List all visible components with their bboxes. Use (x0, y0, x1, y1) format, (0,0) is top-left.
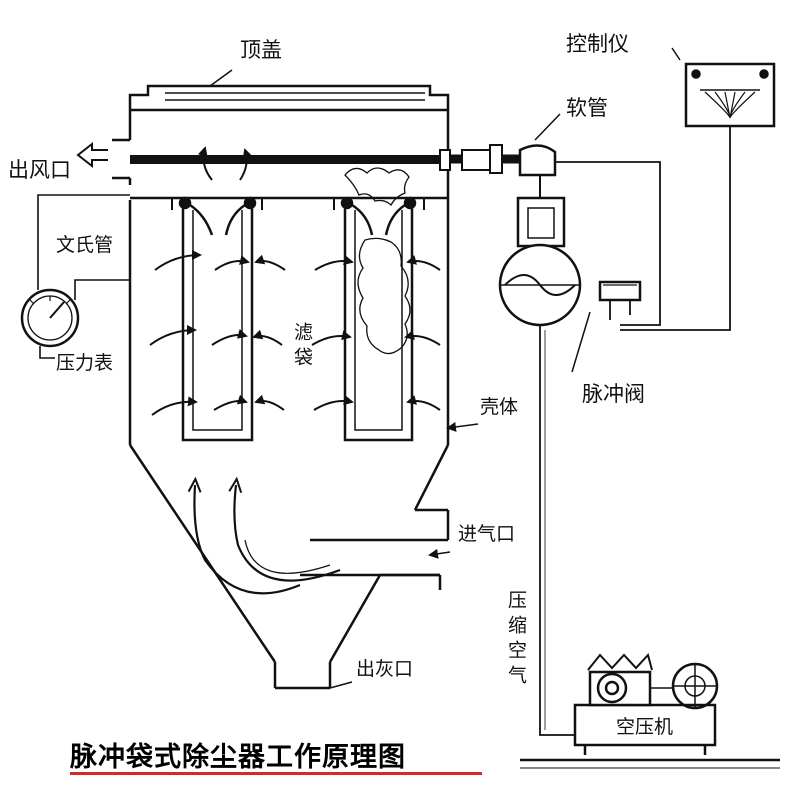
air-outlet-label: 出风口 (8, 158, 71, 182)
leader-lines (428, 421, 479, 559)
filter-bag-label: 滤袋 (291, 322, 313, 372)
air-inlet-label: 进气口 (458, 523, 516, 545)
blow-pipe (130, 144, 520, 174)
top-cover-label: 顶盖 (240, 38, 282, 62)
ash-outlet-label: 出灰口 (356, 658, 414, 680)
airflow-arrows (149, 146, 441, 416)
outlet-duct (76, 138, 130, 180)
top-cover (128, 69, 450, 112)
housing-shell (128, 110, 450, 690)
venturi-tubes (178, 196, 417, 236)
compressed-air-label: 压缩空气 (505, 590, 527, 690)
hose-label: 软管 (566, 96, 608, 120)
controller-label: 控制仪 (566, 32, 629, 56)
controller (620, 47, 776, 331)
air-compressor (520, 652, 780, 769)
pressure-gauge-label: 压力表 (56, 352, 114, 374)
diagram-title: 脉冲袋式除尘器工作原理图 (70, 742, 406, 773)
dust-cloud (344, 167, 411, 355)
filter-bags (130, 196, 448, 442)
pulse-valve-assembly (498, 113, 661, 373)
air-compressor-label: 空压机 (616, 716, 674, 738)
venturi-label: 文氏管 (56, 234, 114, 256)
inlet-flow (194, 485, 341, 595)
housing-label: 壳体 (480, 396, 519, 418)
title-underline (70, 772, 482, 775)
compressed-air-line (539, 325, 575, 736)
pressure-gauge (20, 194, 130, 359)
inlet-duct (300, 508, 450, 590)
pulse-valve-label: 脉冲阀 (582, 382, 645, 406)
